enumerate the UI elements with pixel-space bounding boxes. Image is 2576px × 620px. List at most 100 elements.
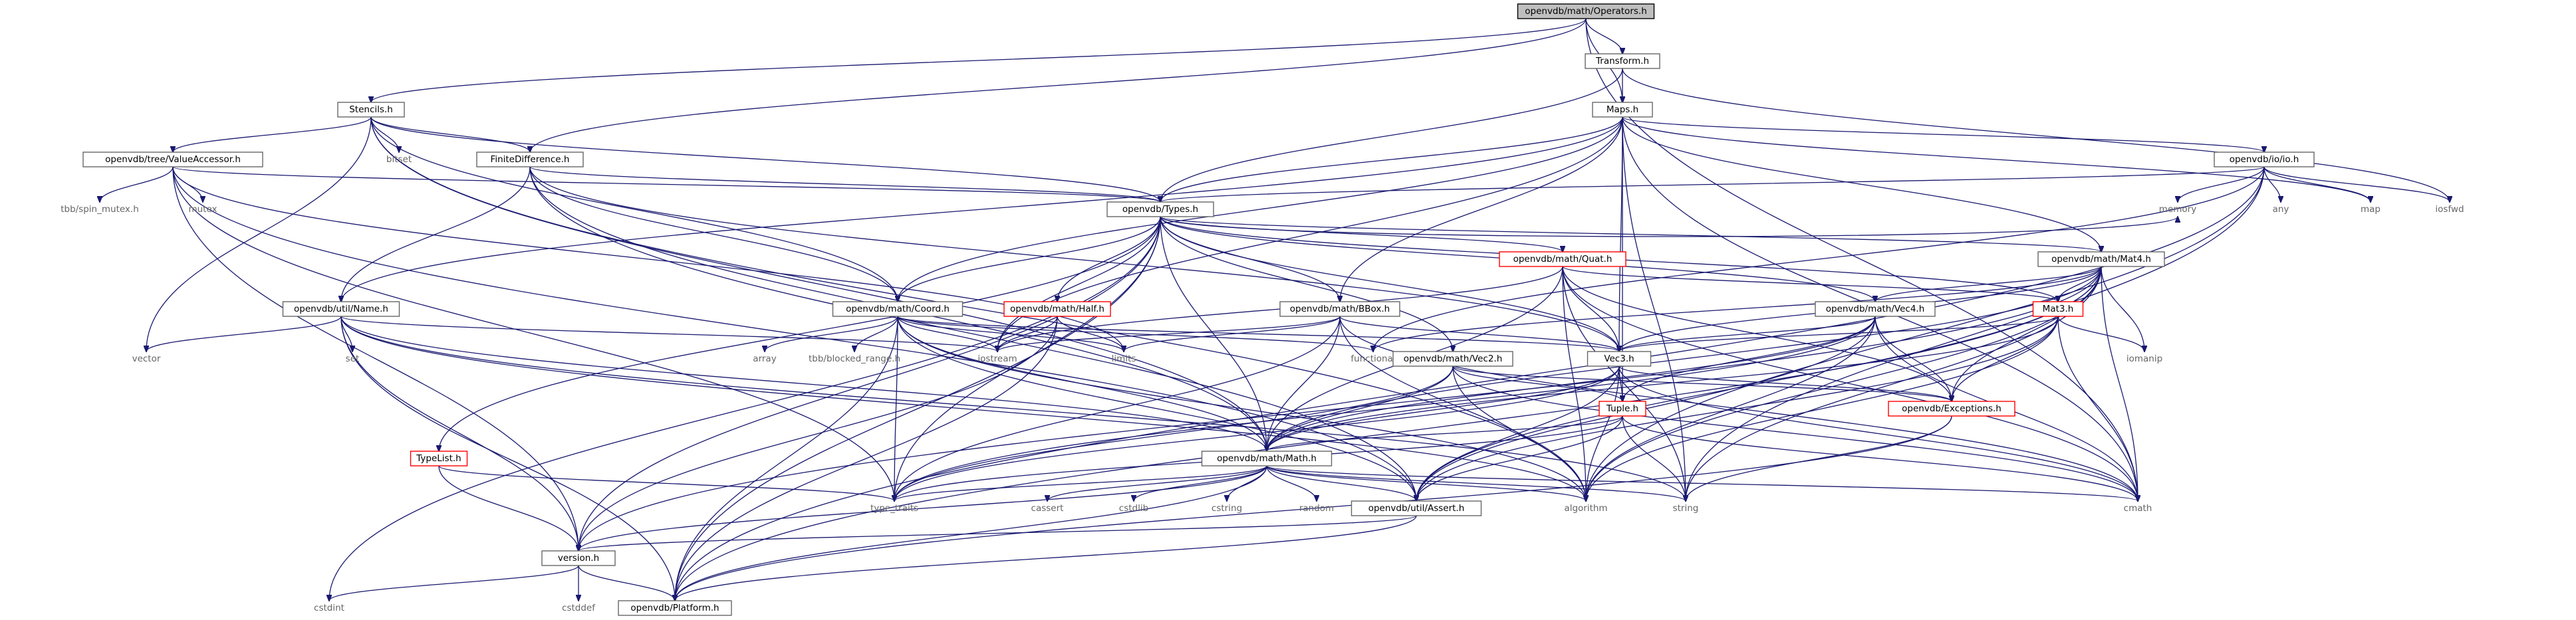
edge-types-to-typelist: [439, 216, 1161, 451]
node-box[interactable]: [1585, 53, 1660, 69]
node-openvdb-tree-valueaccessor-h[interactable]: openvdb/tree/ValueAccessor.h: [82, 152, 263, 167]
edge-stencils-to-algorithm: [370, 116, 1586, 501]
edge-types-to-quat: [1160, 216, 1563, 252]
node-openvdb-types-h[interactable]: openvdb/Types.h: [1106, 201, 1214, 217]
node-label: limits: [1112, 354, 1136, 364]
edge-name-to-math: [340, 316, 1267, 451]
node-box[interactable]: [541, 550, 616, 566]
edge-finitediff-to-coord: [529, 166, 898, 302]
edge-name-to-string: [340, 316, 1686, 501]
node-mat3-h[interactable]: Mat3.h: [2032, 301, 2084, 317]
edge-name-to-iostream: [340, 316, 997, 352]
node-iosfwd: iosfwd: [2435, 204, 2464, 215]
edge-mat3-to-cmath: [2057, 316, 2138, 501]
node-label: openvdb/util/Name.h: [294, 304, 388, 314]
edge-vec4-to-algorithm: [1586, 316, 1876, 501]
node-box[interactable]: [410, 451, 468, 466]
node-box[interactable]: [618, 600, 732, 616]
edge-bbox-to-limits: [1124, 316, 1341, 352]
node-box[interactable]: [476, 152, 584, 167]
node-label: version.h: [558, 553, 599, 564]
node-box[interactable]: [2214, 152, 2315, 167]
node-openvdb-math-bbox-h[interactable]: openvdb/math/BBox.h: [1279, 301, 1400, 317]
node-openvdb-math-math-h[interactable]: openvdb/math/Math.h: [1201, 451, 1333, 466]
node-box[interactable]: [1587, 351, 1652, 367]
edge-mat4-to-exceptions: [1952, 266, 2102, 401]
node-openvdb-platform-h[interactable]: openvdb/Platform.h: [618, 600, 732, 616]
node-box[interactable]: [1499, 251, 1626, 267]
node-box[interactable]: [1888, 401, 2015, 417]
node-label: Stencils.h: [349, 104, 393, 115]
node-box[interactable]: [1003, 301, 1111, 317]
node-box[interactable]: [1279, 301, 1400, 317]
node-label: openvdb/math/Coord.h: [846, 304, 950, 314]
edge-vec4-to-math: [1267, 316, 1876, 451]
edge-finitediff-to-vec3: [529, 166, 1619, 352]
node-version-h[interactable]: version.h: [541, 550, 616, 566]
node-openvdb-math-mat4-h[interactable]: openvdb/math/Mat4.h: [2037, 251, 2165, 267]
node-openvdb-exceptions-h[interactable]: openvdb/Exceptions.h: [1888, 401, 2015, 417]
node-tuple-h[interactable]: Tuple.h: [1599, 401, 1646, 417]
node-openvdb-math-quat-h[interactable]: openvdb/math/Quat.h: [1499, 251, 1626, 267]
edge-io-to-platform: [675, 166, 2265, 601]
node-openvdb-math-half-h[interactable]: openvdb/math/Half.h: [1003, 301, 1111, 317]
node-box[interactable]: [2032, 301, 2084, 317]
node-label: openvdb/math/Half.h: [1010, 304, 1104, 314]
edge-name-to-platform: [340, 316, 675, 601]
edge-io-to-algorithm: [1586, 166, 2265, 501]
node-box[interactable]: [1106, 201, 1214, 217]
node-box[interactable]: [1592, 102, 1653, 118]
node-openvdb-math-operators-h[interactable]: openvdb/math/Operators.h: [1517, 3, 1655, 19]
node-label: openvdb/math/Mat4.h: [2051, 254, 2151, 264]
edge-mat4-to-functional: [1373, 266, 2102, 352]
edge-io-to-map: [2263, 166, 2371, 202]
edge-root-to-stencils: [371, 18, 1587, 102]
edge-quat-to-mat3: [1562, 266, 2058, 302]
edge-io-to-string: [1686, 166, 2265, 501]
edge-vec4-to-typetraits: [894, 316, 1876, 501]
node-maps-h[interactable]: Maps.h: [1592, 102, 1653, 118]
node-box[interactable]: [1392, 351, 1513, 367]
edge-io-to-memory: [2178, 166, 2265, 202]
node-box[interactable]: [1599, 401, 1646, 417]
node-openvdb-math-coord-h[interactable]: openvdb/math/Coord.h: [832, 301, 964, 317]
edge-bbox-to-algorithm: [1339, 316, 1586, 501]
node-iostream: iostream: [977, 354, 1017, 364]
node-vec3-h[interactable]: Vec3.h: [1587, 351, 1652, 367]
node-cstdlib: cstdlib: [1119, 503, 1148, 514]
node-box[interactable]: [1517, 3, 1655, 19]
node-box[interactable]: [1201, 451, 1333, 466]
edge-vec2-to-typetraits: [894, 365, 1454, 501]
node-box[interactable]: [2037, 251, 2165, 267]
node-box[interactable]: [832, 301, 964, 317]
edge-vec3-to-assert: [1416, 365, 1620, 501]
node-finitedifference-h[interactable]: FiniteDifference.h: [476, 152, 584, 167]
edge-valueacc-to-limits: [172, 166, 1124, 352]
node-box[interactable]: [82, 152, 263, 167]
node-box[interactable]: [337, 102, 405, 118]
node-typelist-h[interactable]: TypeList.h: [410, 451, 468, 466]
node-stencils-h[interactable]: Stencils.h: [337, 102, 405, 118]
node-label: Transform.h: [1595, 56, 1649, 66]
node-transform-h[interactable]: Transform.h: [1585, 53, 1660, 69]
edge-math-to-typetraits: [894, 465, 1267, 501]
node-mutex: mutex: [188, 204, 217, 215]
edge-coord-to-platform: [675, 316, 898, 601]
node-openvdb-util-name-h[interactable]: openvdb/util/Name.h: [282, 301, 400, 317]
node-box[interactable]: [1815, 301, 1936, 317]
edge-assert-to-platform: [675, 515, 1417, 601]
node-label: Vec3.h: [1604, 354, 1634, 364]
node-openvdb-io-io-h[interactable]: openvdb/io/io.h: [2214, 152, 2315, 167]
node-box[interactable]: [282, 301, 400, 317]
node-openvdb-math-vec2-h[interactable]: openvdb/math/Vec2.h: [1392, 351, 1513, 367]
node-box[interactable]: [1351, 500, 1482, 516]
edge-io-to-any: [2263, 166, 2281, 202]
node-openvdb-math-vec4-h[interactable]: openvdb/math/Vec4.h: [1815, 301, 1936, 317]
edge-valueacc-to-assert: [172, 166, 1416, 501]
node-label: Maps.h: [1607, 104, 1638, 115]
edge-coord-to-algorithm: [897, 316, 1586, 501]
edge-quat-to-cmath: [1562, 266, 2138, 501]
edge-stencils-to-finitediff: [370, 116, 530, 152]
node-label: openvdb/Exceptions.h: [1902, 403, 2001, 414]
node-openvdb-util-assert-h[interactable]: openvdb/util/Assert.h: [1351, 500, 1482, 516]
